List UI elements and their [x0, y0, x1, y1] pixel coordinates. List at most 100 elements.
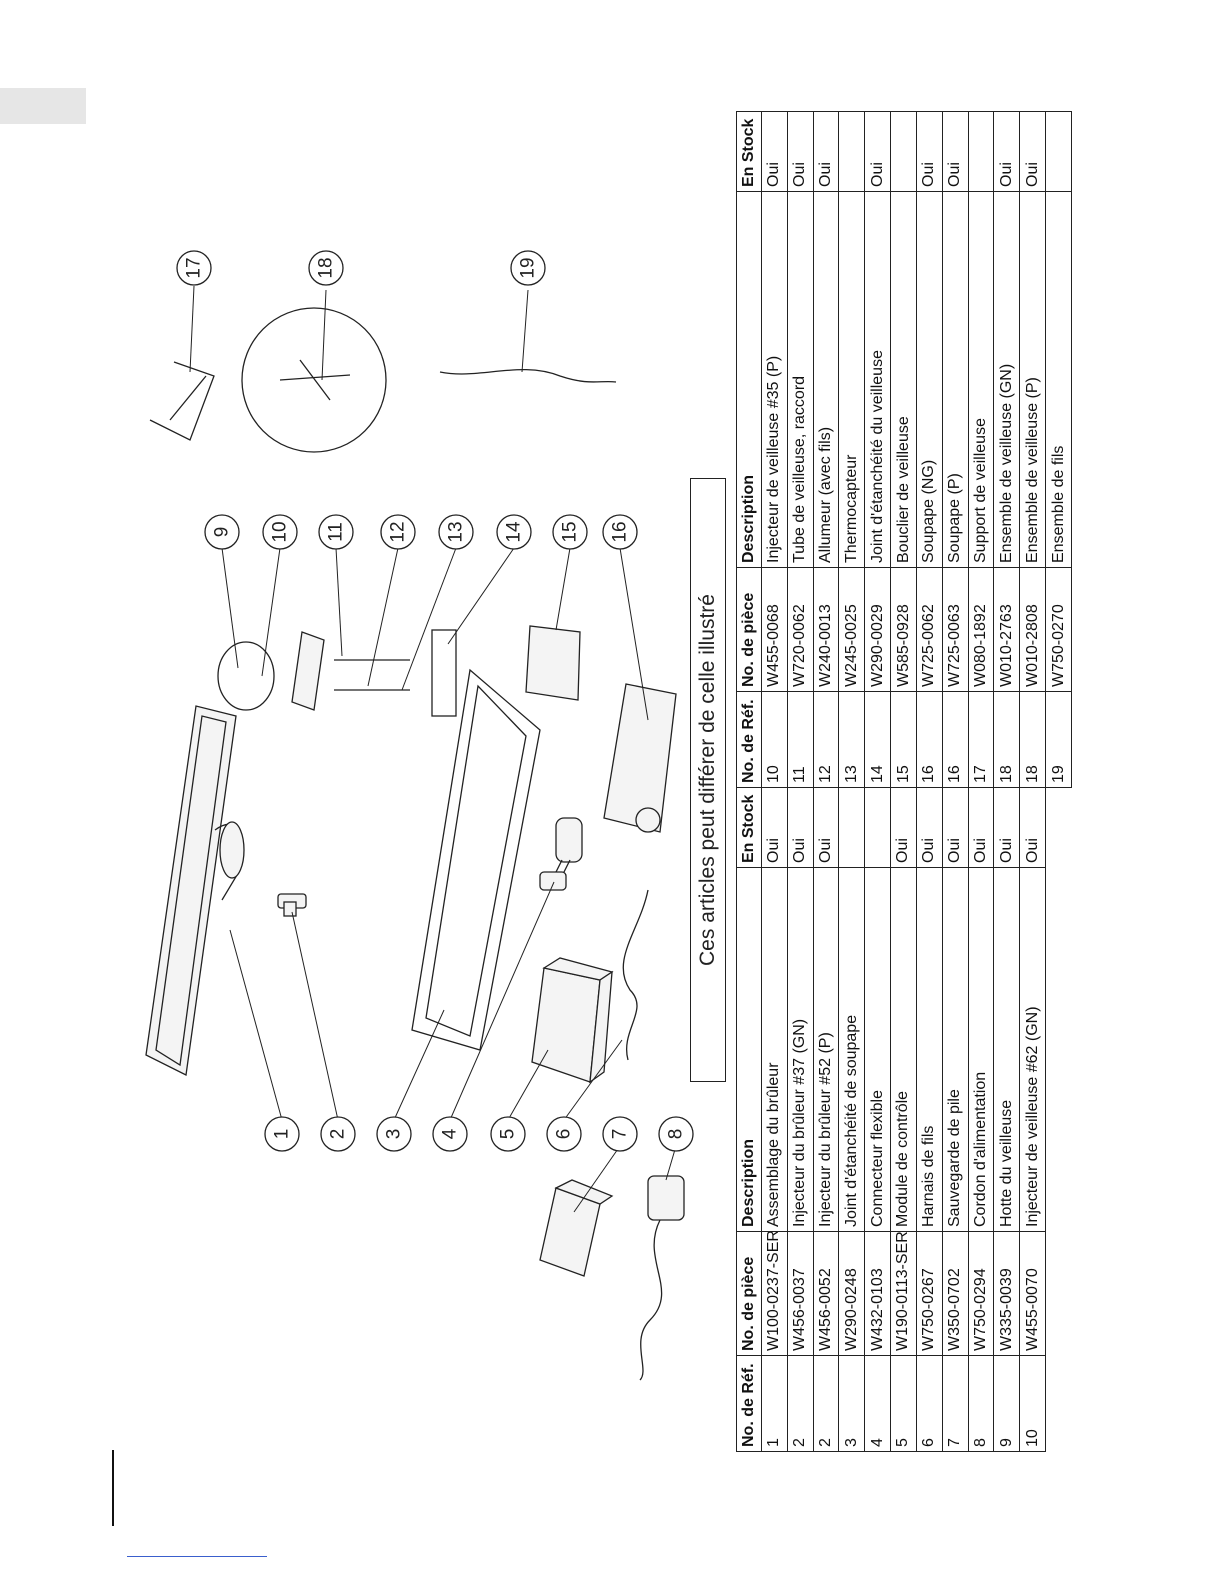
- cell-ref: 16: [916, 691, 943, 788]
- callout-circle: [546, 1116, 582, 1152]
- callout-circle: [262, 514, 298, 550]
- callout-9: 9: [204, 514, 240, 550]
- cell-stock: Oui: [993, 111, 1020, 192]
- callout-16: 16: [602, 514, 638, 550]
- parts-table-left: No. de Réf. No. de pièce Description En …: [736, 787, 1046, 1452]
- callout-6: 6: [546, 1116, 582, 1152]
- cell-ref: 8: [968, 1355, 994, 1452]
- callout-label: 14: [504, 521, 525, 543]
- callout-circle: [552, 514, 588, 550]
- callout-circle: [510, 250, 546, 286]
- callout-17: 17: [176, 250, 212, 286]
- part-burner-assembly: [145, 705, 245, 1076]
- header-description: Description: [736, 867, 762, 1232]
- callout-7: 7: [602, 1116, 638, 1152]
- callout-11: 11: [318, 514, 354, 550]
- cell-part-number: W080-1892: [968, 567, 994, 692]
- cell-ref: 3: [838, 1355, 865, 1452]
- part-control-module: [531, 957, 614, 1084]
- part-wire-harness: [622, 889, 649, 1061]
- callout-label: 11: [326, 522, 347, 542]
- cell-ref: 6: [916, 1355, 943, 1452]
- cell-stock: Oui: [787, 111, 814, 192]
- callout-label: 3: [384, 1129, 405, 1140]
- cell-ref: 10: [1019, 1355, 1046, 1452]
- cell-ref: 13: [838, 691, 865, 788]
- cell-description: Injecteur de veilleuse #62 (GN): [1019, 867, 1046, 1232]
- cell-ref: 9: [993, 1355, 1020, 1452]
- cell-ref: 15: [890, 691, 917, 788]
- callout-circle: [318, 514, 354, 550]
- cell-description: Allumeur (avec fils): [813, 191, 839, 568]
- callout-circle: [432, 1116, 468, 1152]
- header-part-number: No. de pièce: [736, 1231, 762, 1356]
- cell-part-number: W290-0248: [838, 1231, 865, 1356]
- callout-label: 2: [328, 1129, 349, 1140]
- callout-label: 15: [560, 521, 581, 542]
- callout-circle: [176, 250, 212, 286]
- callout-5: 5: [490, 1116, 526, 1152]
- cell-description: Joint d'étanchéité du veilleuse: [864, 191, 891, 568]
- callout-circle: [380, 514, 416, 550]
- cell-description: Connecteur flexible: [864, 867, 891, 1232]
- cell-ref: 1: [761, 1355, 788, 1452]
- cell-description: Ensemble de fils: [1045, 191, 1072, 568]
- part-wire-set: [439, 368, 617, 383]
- cell-ref: 18: [993, 691, 1020, 788]
- cell-stock: Oui: [813, 111, 839, 192]
- cell-description: Sauvegarde de pile: [942, 867, 968, 1232]
- cell-ref: 14: [864, 691, 891, 788]
- callout-circle: [376, 1116, 412, 1152]
- cell-stock: Oui: [942, 787, 968, 868]
- cell-stock: [890, 111, 917, 192]
- cell-description: Ensemble de veilleuse (P): [1019, 191, 1046, 568]
- cell-part-number: W240-0013: [813, 567, 839, 692]
- cell-part-number: W100-0237-SER: [761, 1231, 788, 1356]
- callout-circle: [320, 1116, 356, 1152]
- cell-description: Harnais de fils: [916, 867, 943, 1232]
- callout-circle: [308, 250, 344, 286]
- cell-description: Tube de veilleuse, raccord: [787, 191, 814, 568]
- table-header-row: No. de Réf. No. de pièce Description En …: [736, 787, 762, 1452]
- parts-table-right: No. de Réf. No. de pièce Description En …: [736, 111, 1072, 788]
- cell-description: Module de contrôle: [890, 867, 917, 1232]
- cell-stock: Oui: [968, 787, 994, 868]
- callout-2: 2: [320, 1116, 356, 1152]
- caption-text: Ces articles peut différer de celle illu…: [696, 594, 719, 966]
- callout-label: 4: [440, 1128, 461, 1139]
- part-pilot-gasket: [431, 629, 457, 717]
- callout-circle: [490, 1116, 526, 1152]
- cell-description: Support de veilleuse: [968, 191, 994, 568]
- callout-3: 3: [376, 1116, 412, 1152]
- part-valve: [603, 683, 677, 833]
- callout-15: 15: [552, 514, 588, 550]
- part-pilot-bracket: [149, 361, 215, 441]
- cell-part-number: W010-2763: [993, 567, 1020, 692]
- cell-description: Soupape (P): [942, 191, 969, 568]
- cell-description: Hotte du veilleuse: [993, 867, 1020, 1232]
- cell-stock: Oui: [864, 111, 891, 192]
- header-stock: En Stock: [736, 787, 762, 868]
- callout-8: 8: [658, 1116, 694, 1152]
- header-description: Description: [736, 191, 762, 568]
- leader-lines: [189, 285, 677, 1213]
- callout-14: 14: [496, 514, 532, 550]
- cell-stock: Oui: [916, 111, 943, 192]
- cell-description: Thermocapteur: [838, 191, 865, 568]
- cell-part-number: W725-0063: [942, 567, 969, 692]
- part-pilot-assembly-detail: [241, 307, 387, 453]
- cell-ref: 2: [813, 1355, 839, 1452]
- callout-circle: [602, 514, 638, 550]
